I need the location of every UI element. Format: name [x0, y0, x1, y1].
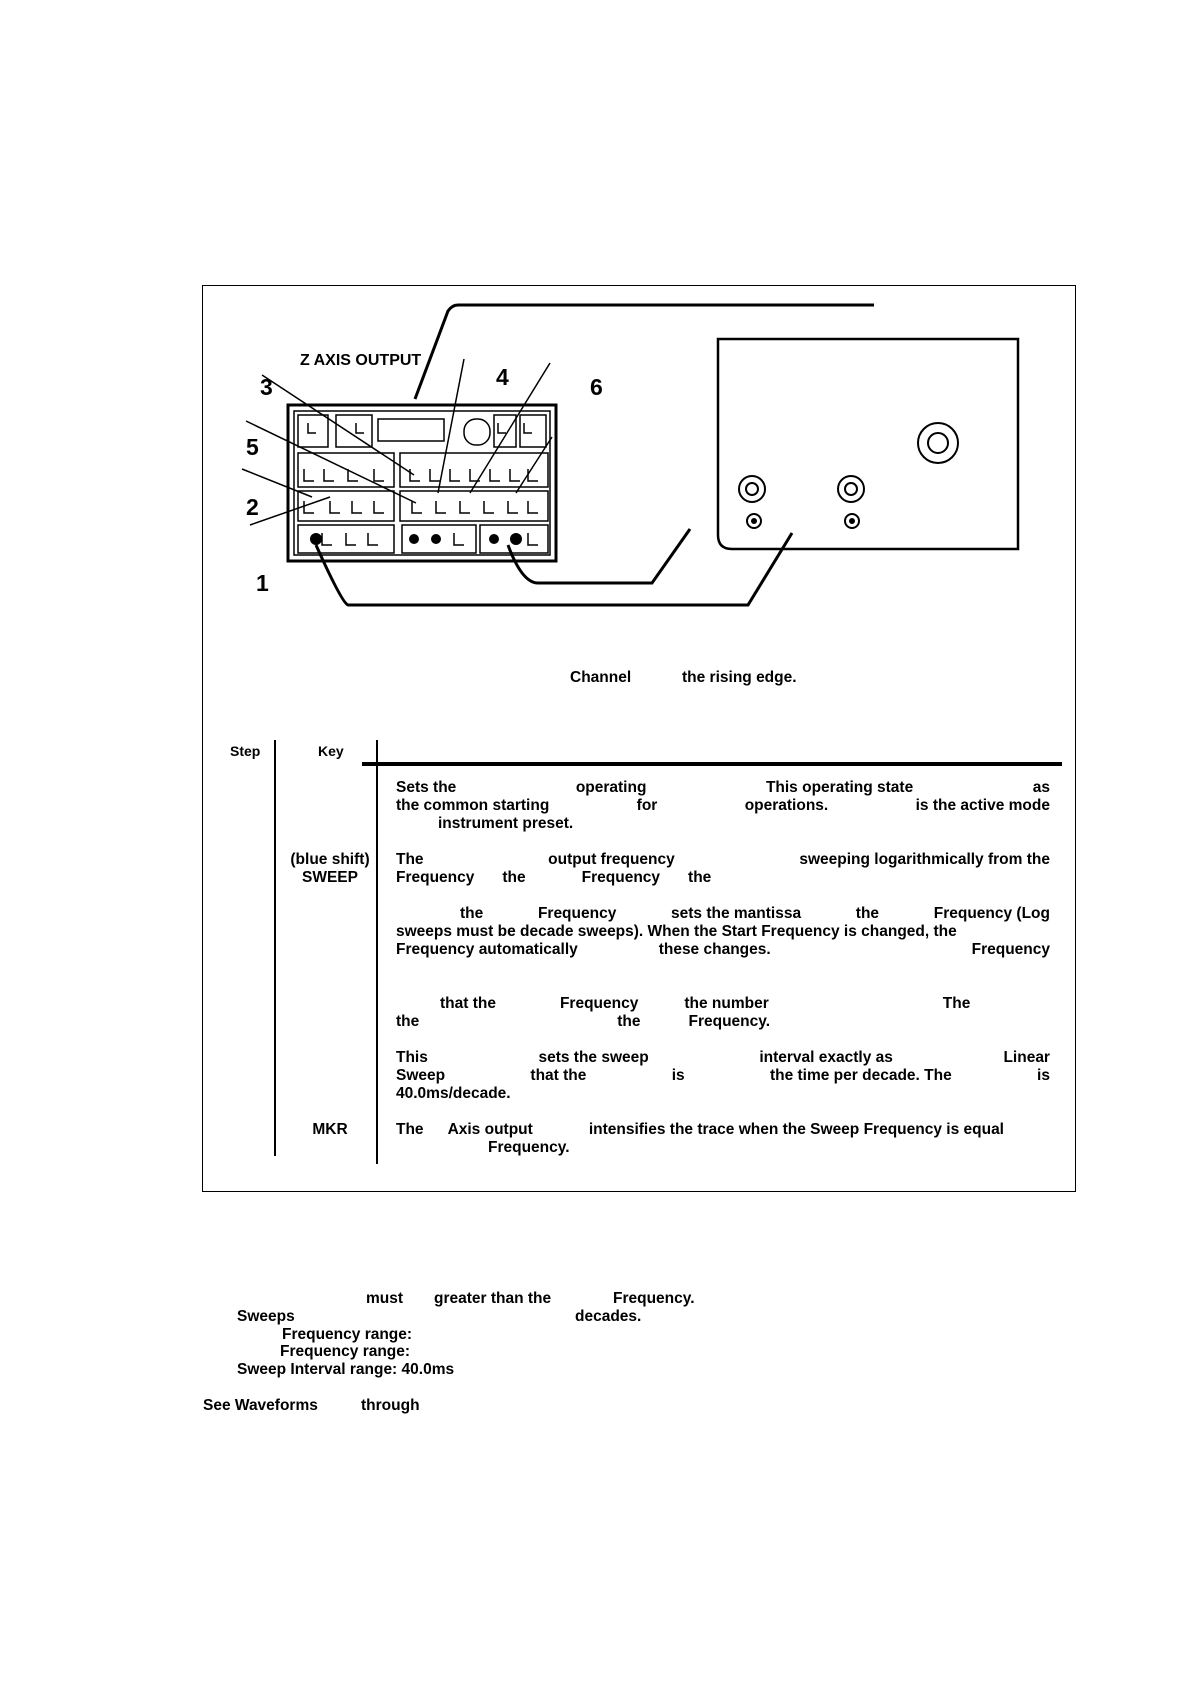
- key-blue-shift-sweep: (blue shift)SWEEP: [290, 851, 370, 886]
- note-through: through: [361, 1397, 420, 1414]
- note-sweep-interval-range: Sweep Interval range: 40.0ms: [237, 1361, 455, 1378]
- sync-cable: [314, 532, 794, 607]
- note-start-frequency-range: Frequency range:: [282, 1326, 413, 1343]
- caption-channel: Channel: [570, 669, 632, 686]
- note-greater-than: greater than the: [434, 1290, 552, 1307]
- callout-leaders: [241, 358, 553, 526]
- note-decades: decades.: [575, 1308, 642, 1325]
- callout-2: 2: [246, 494, 259, 520]
- key-column-rule: [376, 740, 378, 1164]
- output-cable: [506, 528, 692, 585]
- step-column-header: Step: [230, 743, 261, 759]
- caption-rising-edge: the rising edge.: [682, 669, 797, 686]
- procedure-frame: [202, 285, 1076, 1192]
- note-stop-frequency-range: Frequency range:: [280, 1343, 411, 1360]
- connection-diagram: [241, 303, 1020, 607]
- note-see-waveforms: See Waveforms: [203, 1397, 318, 1414]
- callout-5: 5: [246, 434, 259, 460]
- callout-3: 3: [260, 374, 273, 400]
- note-must: must: [366, 1290, 404, 1307]
- z-axis-cable: [413, 303, 874, 400]
- note-sweeps: Sweeps: [237, 1308, 295, 1325]
- callout-6: 6: [590, 374, 603, 400]
- callout-1: 1: [256, 570, 269, 596]
- header-rule: [362, 762, 1062, 766]
- function-generator-panel: [286, 403, 558, 563]
- key-column-header: Key: [318, 743, 344, 759]
- key-mkr: MKR: [312, 1121, 348, 1138]
- z-axis-output-label: Z AXIS OUTPUT: [300, 352, 422, 369]
- step-column-rule: [274, 740, 276, 1156]
- oscilloscope-panel: [716, 337, 1020, 551]
- callout-4: 4: [496, 364, 509, 390]
- note-frequency: Frequency.: [613, 1290, 695, 1307]
